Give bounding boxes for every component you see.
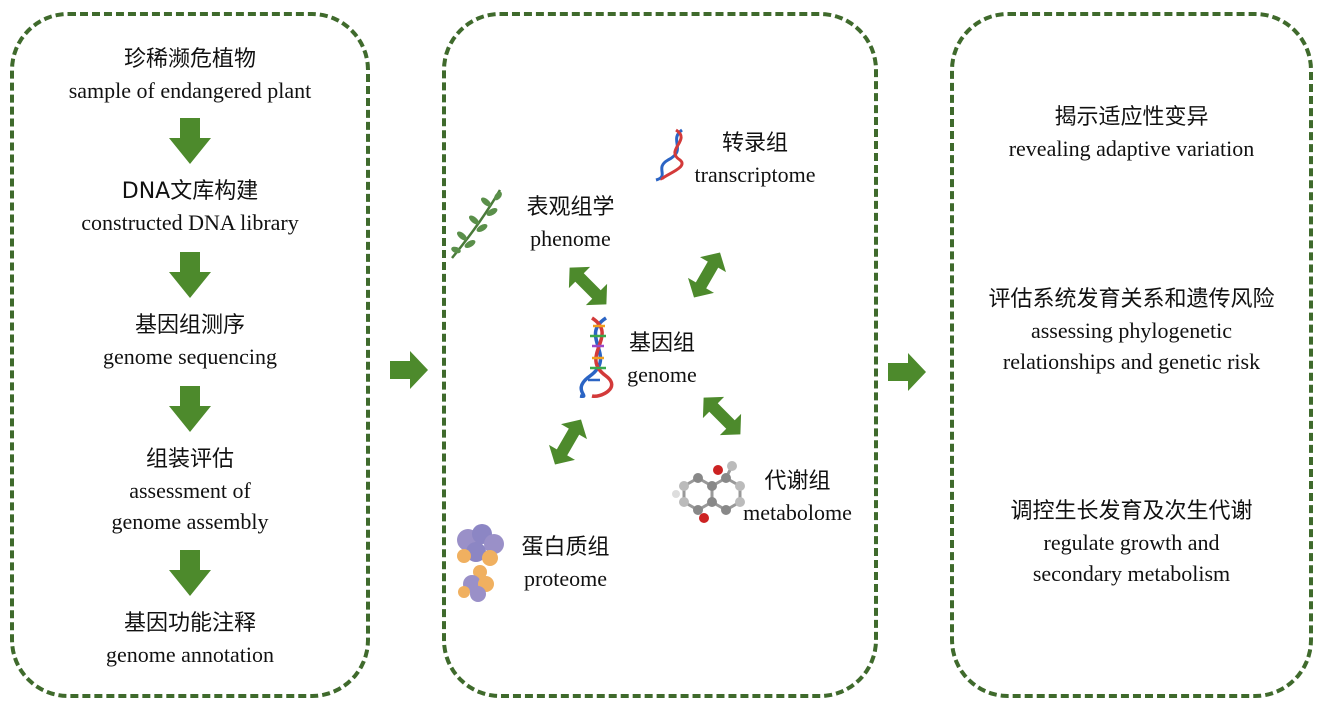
outcome-growth-zh: 调控生长发育及次生代谢 <box>1010 499 1253 524</box>
plant-sprig-icon <box>451 189 502 259</box>
step-sample-en: sample of endangered plant <box>68 78 312 103</box>
protein-icon <box>457 524 504 602</box>
right-arrow-icon-1 <box>390 351 428 389</box>
omics-genome: 基因组 genome <box>612 328 712 390</box>
outcome-growth: 调控生长发育及次生代谢 regulate growth and secondar… <box>955 496 1308 589</box>
genome-en: genome <box>627 362 697 387</box>
transcriptome-zh: 转录组 <box>721 131 788 156</box>
outcomes-panel <box>950 12 1313 698</box>
outcome-phylogenetic: 评估系统发育关系和遗传风险 assessing phylogenetic rel… <box>955 284 1308 377</box>
proteome-zh: 蛋白质组 <box>521 535 610 560</box>
omics-transcriptome: 转录组 transcriptome <box>680 128 830 190</box>
double-arrow-icon-proteome <box>542 411 594 473</box>
down-arrow-icon-1 <box>169 118 211 164</box>
workflow-panel <box>10 12 370 698</box>
outcome-phylogenetic-zh: 评估系统发育关系和遗传风险 <box>988 287 1275 312</box>
multi-omics-panel <box>442 12 878 698</box>
right-arrow-icon-2 <box>888 353 926 391</box>
phenome-zh: 表观组学 <box>526 195 615 220</box>
double-arrow-icon-phenome <box>559 257 617 315</box>
step-sequencing: 基因组测序 genome sequencing <box>20 310 360 372</box>
step-library-en: constructed DNA library <box>81 210 299 235</box>
outcome-phylogenetic-en: assessing phylogenetic <box>1030 318 1233 343</box>
transcriptome-en: transcriptome <box>694 162 816 187</box>
metabolome-en: metabolome <box>743 500 852 525</box>
dna-helix-icon <box>579 316 614 399</box>
outcome-growth-en2: secondary metabolism <box>1032 561 1231 586</box>
double-arrow-icon-metabolome <box>693 387 751 445</box>
omics-proteome: 蛋白质组 proteome <box>508 532 623 594</box>
metabolome-zh: 代谢组 <box>764 469 831 494</box>
step-annotation-en: genome annotation <box>105 642 274 667</box>
proteome-en: proteome <box>523 566 608 591</box>
omics-phenome: 表观组学 phenome <box>508 192 633 254</box>
step-library: DNA文库构建 constructed DNA library <box>20 176 360 238</box>
step-sample-zh: 珍稀濒危植物 <box>123 47 256 72</box>
double-arrow-icon-transcriptome <box>681 244 733 306</box>
down-arrow-icon-4 <box>169 550 211 596</box>
phenome-en: phenome <box>530 226 611 251</box>
step-assembly-zh: 组装评估 <box>145 447 234 472</box>
molecule-icon <box>672 461 745 523</box>
genome-zh: 基因组 <box>628 331 695 356</box>
outcome-growth-en: regulate growth and <box>1043 530 1220 555</box>
down-arrow-icon-3 <box>169 386 211 432</box>
down-arrow-icon-2 <box>169 252 211 298</box>
step-assembly: 组装评估 assessment of genome assembly <box>20 444 360 537</box>
outcome-adaptive-en: revealing adaptive variation <box>1008 136 1255 161</box>
rna-strand-icon <box>655 128 684 182</box>
omics-metabolome: 代谢组 metabolome <box>730 466 865 528</box>
outcome-phylogenetic-en2: relationships and genetic risk <box>1002 349 1261 374</box>
step-annotation-zh: 基因功能注释 <box>123 611 256 636</box>
step-library-zh: DNA文库构建 <box>121 179 259 204</box>
step-assembly-en2: genome assembly <box>111 509 269 534</box>
outcome-adaptive: 揭示适应性变异 revealing adaptive variation <box>955 102 1308 164</box>
step-assembly-en: assessment of <box>129 478 251 503</box>
step-sequencing-zh: 基因组测序 <box>134 313 245 338</box>
outcome-adaptive-zh: 揭示适应性变异 <box>1054 105 1209 130</box>
step-annotation: 基因功能注释 genome annotation <box>20 608 360 670</box>
step-sequencing-en: genome sequencing <box>102 344 278 369</box>
step-sample: 珍稀濒危植物 sample of endangered plant <box>20 44 360 106</box>
